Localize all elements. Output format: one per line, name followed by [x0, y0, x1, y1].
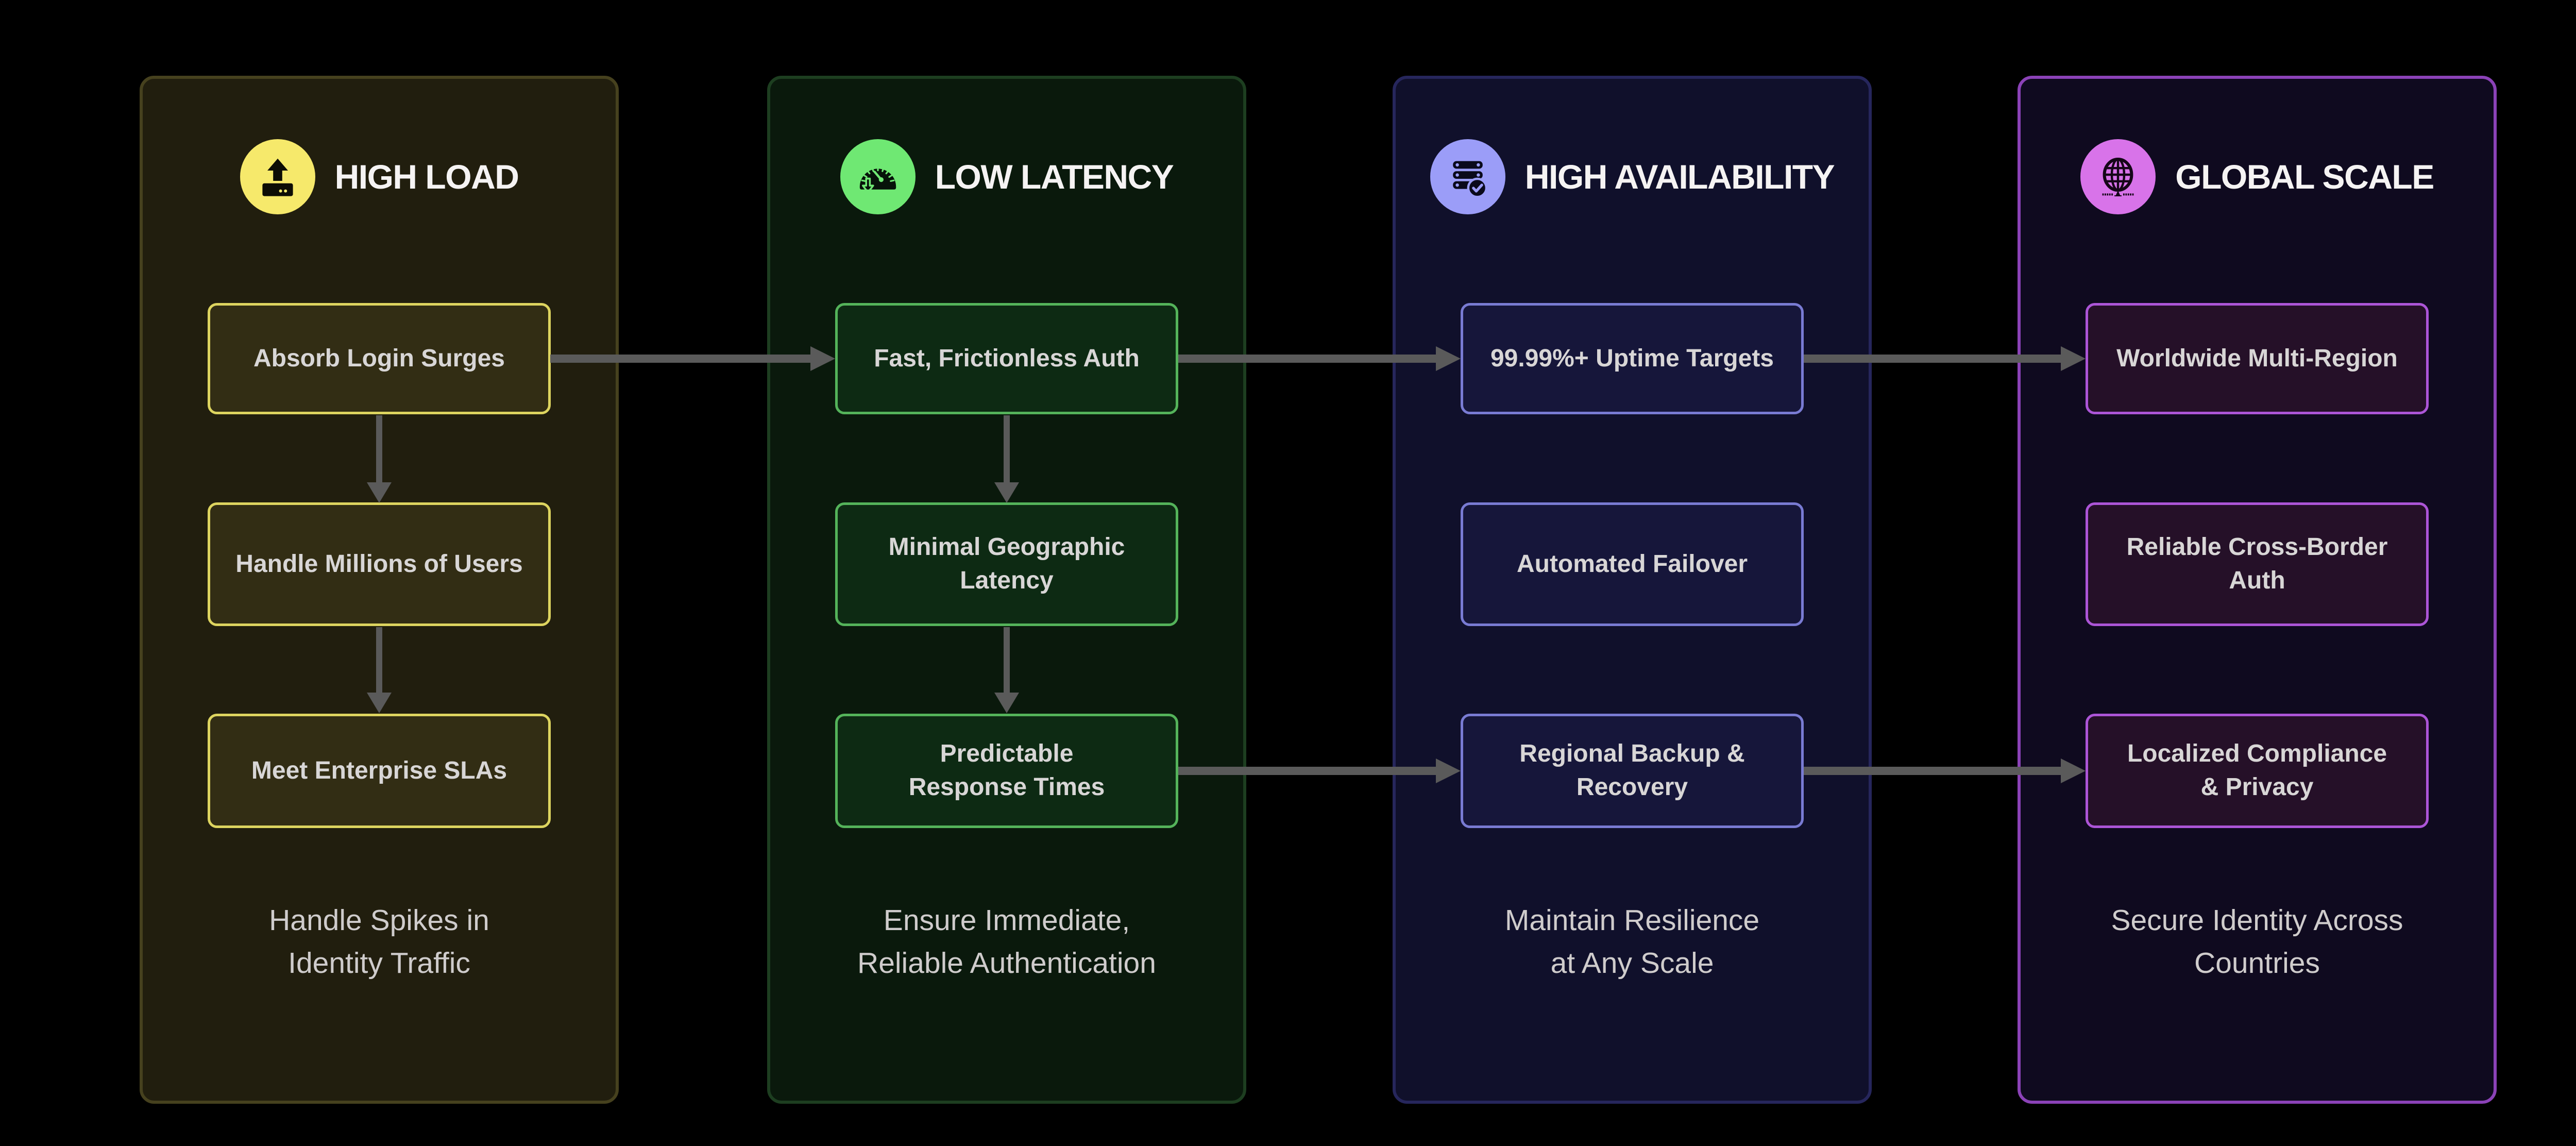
flow-node: Reliable Cross-Border Auth — [2086, 502, 2429, 626]
node-label: Minimal Geographic — [888, 533, 1125, 561]
flow-arrow-right — [1804, 345, 2086, 372]
flow-arrow-right — [1178, 757, 1461, 784]
flow-node: 99.99%+ Uptime Targets — [1461, 303, 1804, 414]
flow-node: Worldwide Multi-Region — [2086, 303, 2429, 414]
caption-line: Reliable Authentication — [857, 946, 1156, 980]
node-label: Absorb Login Surges — [253, 344, 505, 372]
panel-header: HIGH LOAD — [143, 133, 616, 221]
node-label: & Privacy — [2200, 773, 2314, 801]
caption-line: Identity Traffic — [288, 946, 470, 980]
node-label: Recovery — [1576, 773, 1688, 801]
panel-caption: Maintain Resilience at Any Scale — [1396, 899, 1869, 984]
flow-node: Localized Compliance & Privacy — [2086, 714, 2429, 828]
panel-title: GLOBAL SCALE — [2175, 158, 2434, 196]
panel-title: HIGH LOAD — [334, 158, 519, 196]
node-label: Fast, Frictionless Auth — [874, 344, 1140, 372]
panel-title: HIGH AVAILABILITY — [1524, 158, 1835, 196]
flow-node: Predictable Response Times — [835, 714, 1178, 828]
server-stack-icon — [1430, 139, 1505, 214]
node-label: Automated Failover — [1516, 550, 1748, 578]
caption-line: Ensure Immediate, — [883, 904, 1130, 937]
panel-header: GLOBAL SCALE — [2021, 133, 2494, 221]
panel-title: LOW LATENCY — [935, 158, 1174, 196]
node-label: Localized Compliance — [2127, 740, 2387, 768]
caption-line: Handle Spikes in — [269, 904, 489, 937]
caption-line: Countries — [2194, 946, 2320, 980]
flow-arrow-right — [1178, 345, 1461, 372]
globe-icon — [2080, 139, 2156, 214]
flow-node: Absorb Login Surges — [208, 303, 551, 414]
panel-caption: Handle Spikes in Identity Traffic — [143, 899, 616, 984]
node-label: Auth — [2229, 567, 2285, 594]
flow-arrow-down — [993, 415, 1020, 503]
node-label: 99.99%+ Uptime Targets — [1490, 344, 1774, 372]
panel-low-latency: LOW LATENCY Fast, Frictionless Auth Mini… — [767, 76, 1246, 1104]
node-label: Meet Enterprise SLAs — [251, 756, 507, 784]
caption-line: Secure Identity Across — [2111, 904, 2403, 937]
flow-arrow-down — [366, 415, 393, 503]
node-label: Handle Millions of Users — [235, 550, 523, 578]
upload-server-icon — [240, 139, 315, 214]
node-label: Response Times — [908, 773, 1105, 801]
panel-high-availability: HIGH AVAILABILITY 99.99%+ Uptime Targets… — [1393, 76, 1872, 1104]
panel-global-scale: GLOBAL SCALE Worldwide Multi-Region Reli… — [2018, 76, 2497, 1104]
flow-arrow-right — [550, 345, 835, 372]
node-label: Predictable — [940, 740, 1074, 768]
node-label: Reliable Cross-Border — [2126, 533, 2388, 561]
flow-node: Meet Enterprise SLAs — [208, 714, 551, 828]
panel-caption: Ensure Immediate, Reliable Authenticatio… — [770, 899, 1243, 984]
node-label: Latency — [960, 567, 1054, 594]
node-label: Worldwide Multi-Region — [2116, 344, 2398, 372]
flow-node: Regional Backup & Recovery — [1461, 714, 1804, 828]
node-label: Regional Backup & — [1519, 740, 1745, 768]
flow-arrow-down — [993, 627, 1020, 713]
flow-node: Handle Millions of Users — [208, 502, 551, 626]
caption-line: Maintain Resilience — [1504, 904, 1760, 937]
caption-line: at Any Scale — [1550, 946, 1714, 980]
speedometer-icon — [840, 139, 916, 214]
panel-high-load: HIGH LOAD Absorb Login Surges Handle Mil… — [140, 76, 619, 1104]
panel-caption: Secure Identity Across Countries — [2021, 899, 2494, 984]
panel-header: HIGH AVAILABILITY — [1396, 133, 1869, 221]
panel-header: LOW LATENCY — [770, 133, 1243, 221]
flow-node: Minimal Geographic Latency — [835, 502, 1178, 626]
flow-arrow-right — [1804, 757, 2086, 784]
flow-node: Automated Failover — [1461, 502, 1804, 626]
flow-node: Fast, Frictionless Auth — [835, 303, 1178, 414]
flow-arrow-down — [366, 627, 393, 713]
